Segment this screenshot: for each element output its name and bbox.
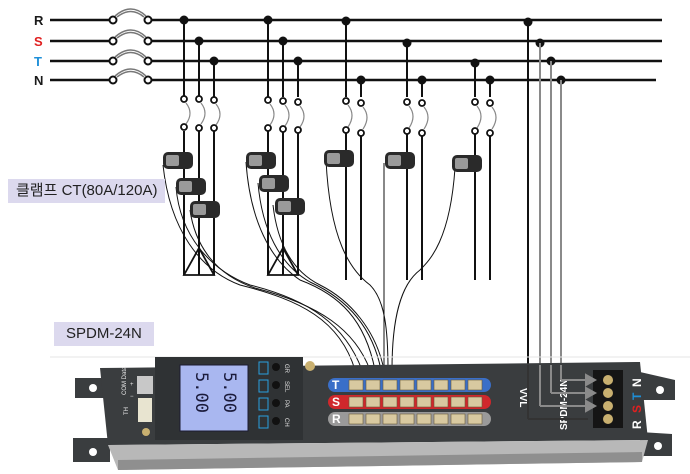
channel-terminal <box>467 379 483 391</box>
bus-lines <box>50 18 662 82</box>
terminal-label-s: S <box>630 405 644 413</box>
clamp-ct <box>163 152 193 169</box>
model-caption: SPDM-24N <box>54 322 154 346</box>
clamp-ct <box>176 178 206 195</box>
data-connector <box>137 376 153 394</box>
lcd-reading-2: 5.00 <box>219 372 239 413</box>
branch-breaker-arcs <box>185 102 497 130</box>
gr-button[interactable] <box>272 363 280 371</box>
voltage-feed-lines <box>527 22 562 365</box>
channel-terminal <box>382 396 398 408</box>
ch-button[interactable] <box>272 417 280 425</box>
ct-triangles <box>182 246 300 276</box>
bus-row-label: T <box>332 378 340 392</box>
plus-label: + <box>130 382 134 388</box>
lcd-screen <box>179 364 249 432</box>
clamp-ct <box>259 175 289 192</box>
channel-terminal <box>416 396 432 408</box>
clamp-ct-caption: 클램프 CT(80A/120A) <box>8 179 166 203</box>
clamp-ct <box>385 152 415 169</box>
main-breaker-symbol <box>108 15 153 85</box>
channel-terminal <box>450 379 466 391</box>
com-data-label: COM Data <box>122 366 128 395</box>
clamp-ct <box>275 198 305 215</box>
channel-terminal <box>467 396 483 408</box>
channel-terminal <box>348 413 364 425</box>
channel-terminal <box>399 413 415 425</box>
channel-terminal <box>416 379 432 391</box>
clamp-ct <box>324 150 354 167</box>
channel-terminal <box>382 413 398 425</box>
channel-terminal <box>450 413 466 425</box>
screw <box>142 428 150 436</box>
channel-terminal <box>382 379 398 391</box>
phase-label-t: T <box>34 54 42 69</box>
th-connector <box>138 398 152 422</box>
model-vertical-label: SPDM-24N <box>559 379 570 430</box>
clamp-ct-sensors <box>163 150 482 218</box>
ct-wires <box>162 159 456 371</box>
th-label: TH <box>124 407 130 415</box>
lcd-reading-1: 5.00 <box>191 372 211 413</box>
breaker-arcs <box>114 8 147 78</box>
channel-terminal <box>365 379 381 391</box>
channel-terminal <box>365 413 381 425</box>
minus-label: − <box>130 394 134 400</box>
terminal-label-t: T <box>630 392 644 400</box>
channel-terminal <box>433 396 449 408</box>
feed-arrows <box>527 365 598 420</box>
device-buttons: GR SEL PA CH <box>258 361 289 429</box>
sel-label: SEL <box>283 381 289 393</box>
channel-terminal <box>399 379 415 391</box>
spdm-device: COM Data + − TH 5.00 5.00 GR SEL PA CH T… <box>100 357 648 470</box>
channel-terminal <box>467 413 483 425</box>
channel-terminal <box>450 396 466 408</box>
sel-button[interactable] <box>272 381 280 389</box>
channel-terminal <box>399 396 415 408</box>
phase-label-n: N <box>34 73 43 88</box>
channel-terminal <box>365 396 381 408</box>
bus-row-label: R <box>332 412 341 426</box>
terminal-label-n: N <box>630 378 644 387</box>
terminal-label-r: R <box>630 420 644 429</box>
phase-label-s: S <box>34 34 43 49</box>
channel-terminal <box>416 413 432 425</box>
screw <box>305 361 315 371</box>
channel-terminal <box>433 413 449 425</box>
brand-logo: VVL <box>517 388 528 407</box>
bus-rows: TSR <box>328 378 491 426</box>
channel-terminal <box>348 396 364 408</box>
clamp-ct <box>190 201 220 218</box>
channel-terminal <box>433 379 449 391</box>
pa-button[interactable] <box>272 399 280 407</box>
clamp-ct <box>452 155 482 172</box>
pa-label: PA <box>283 400 289 408</box>
mounting-brackets <box>73 372 675 462</box>
junction-dots <box>179 15 566 85</box>
channel-terminal <box>348 379 364 391</box>
branch-breakers <box>180 95 494 137</box>
ch-label: CH <box>283 418 289 427</box>
gr-label: GR <box>283 364 289 374</box>
bus-row-label: S <box>332 395 340 409</box>
phase-label-r: R <box>34 13 44 28</box>
clamp-ct <box>246 152 276 169</box>
